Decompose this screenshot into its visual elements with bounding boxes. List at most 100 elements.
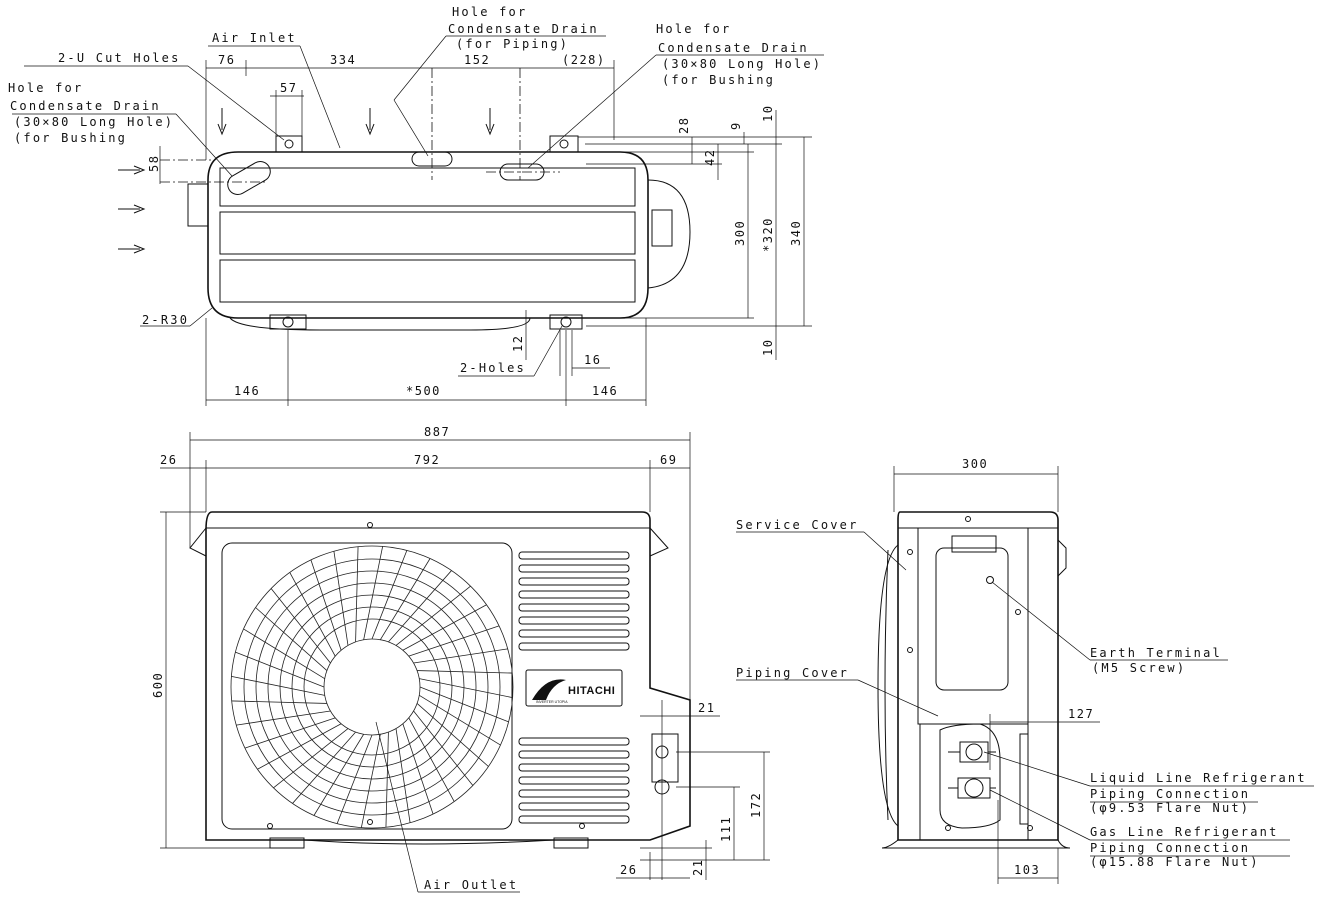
dim-228: (228) <box>562 53 606 67</box>
fan-panel <box>221 542 513 830</box>
grille-spoke <box>231 700 327 704</box>
label-hole-right-4: (for Bushing <box>662 73 775 87</box>
grille-spoke <box>416 703 489 767</box>
grille-spoke <box>257 723 342 770</box>
dim-26-bottom: 26 <box>620 863 637 877</box>
logo-subtext: INVERTER UTOPIA <box>536 700 568 704</box>
hitachi-logo: HITACHI INVERTER UTOPIA <box>525 669 623 707</box>
front-louvers <box>518 551 630 824</box>
grille-spoke <box>408 625 500 657</box>
piping-cover-panel <box>919 723 1029 841</box>
dim-300-vertical: 300 <box>733 220 747 246</box>
front-valve-block <box>651 733 679 783</box>
dim-28: 28 <box>677 117 691 134</box>
grille-spoke <box>292 731 356 804</box>
grille-spoke <box>310 559 342 651</box>
grille-spoke <box>270 588 331 664</box>
grille-spoke <box>413 648 508 664</box>
front-view: HITACHI INVERTER UTOPIA <box>160 432 770 893</box>
grille-spoke <box>243 628 325 680</box>
label-hole-right-2: Condensate Drain <box>658 41 809 55</box>
label-r30: 2-R30 <box>142 313 189 327</box>
grille-spoke <box>417 670 513 674</box>
dim-887: 887 <box>424 425 450 439</box>
top-panel-1 <box>219 167 636 207</box>
grille-spoke <box>419 686 509 723</box>
dim-21-top: 21 <box>698 701 715 715</box>
dim-146-right: 146 <box>592 384 618 398</box>
grille-spoke <box>419 678 513 699</box>
grille-spoke <box>255 607 328 671</box>
grille-spoke <box>235 651 325 688</box>
side-view-body <box>897 511 1059 841</box>
top-view-valve-box <box>647 179 691 289</box>
grille-spoke <box>413 710 474 786</box>
grille-spoke <box>371 550 408 640</box>
gas-valve <box>964 778 984 798</box>
bottom-foot-left <box>269 314 307 330</box>
dim-10-top: 10 <box>761 105 775 122</box>
front-foot-left <box>269 837 305 849</box>
fan-grille <box>230 545 514 829</box>
air-inlet-arrows <box>118 108 495 254</box>
top-view-body <box>207 151 649 319</box>
dim-10-bottom: 10 <box>761 339 775 356</box>
label-gas-2: Piping Connection <box>1090 841 1250 855</box>
label-gas-1: Gas Line Refrigerant <box>1090 825 1279 839</box>
brand-text: HITACHI <box>568 685 615 697</box>
front-foot-right <box>553 837 589 849</box>
dim-111: 111 <box>719 816 733 842</box>
dim-792: 792 <box>414 453 440 467</box>
dim-103: 103 <box>1014 863 1040 877</box>
label-gas-3: (φ15.88 Flare Nut) <box>1090 855 1260 869</box>
label-hole-right-1: Hole for <box>656 22 731 36</box>
grille-spoke <box>388 570 452 643</box>
label-hole-left-2: Condensate Drain <box>10 99 161 113</box>
earth-terminal <box>986 576 994 584</box>
u-cut-hole-top <box>284 139 294 149</box>
label-air-outlet: Air Outlet <box>424 878 518 892</box>
label-hole-piping-3: (for Piping) <box>456 37 569 51</box>
dim-42: 42 <box>703 149 717 166</box>
grille-spoke <box>408 717 455 802</box>
grille-spoke <box>273 728 349 789</box>
top-view-base <box>229 317 531 331</box>
dim-300-horizontal: 300 <box>962 457 988 471</box>
top-view-left-handle <box>187 183 209 227</box>
grille-spoke <box>395 585 471 646</box>
grille-spoke <box>231 675 325 696</box>
label-two-holes: 2-Holes <box>460 361 526 375</box>
liquid-valve <box>965 743 983 761</box>
dim-12: 12 <box>511 335 525 352</box>
top-panel-3 <box>219 259 636 303</box>
label-liquid-1: Liquid Line Refrigerant <box>1090 771 1307 785</box>
dim-26: 26 <box>160 453 177 467</box>
grille-spoke <box>289 572 336 657</box>
label-liquid-3: (φ9.53 Flare Nut) <box>1090 801 1250 815</box>
dim-57: 57 <box>280 81 297 95</box>
dim-334: 334 <box>330 53 356 67</box>
bottom-foot-right <box>549 314 583 330</box>
dim-152: 152 <box>464 53 490 67</box>
grille-spoke <box>333 551 349 646</box>
label-earth-2: (M5 Screw) <box>1092 661 1186 675</box>
top-view <box>12 35 824 406</box>
label-hole-left-3: (30×80 Long Hole) <box>14 115 174 129</box>
dim-320: *320 <box>761 217 775 252</box>
dim-16: 16 <box>584 353 601 367</box>
label-liquid-2: Piping Connection <box>1090 787 1250 801</box>
dim-76: 76 <box>218 53 235 67</box>
label-hole-piping-2: Condensate Drain <box>448 22 599 36</box>
dim-340: 340 <box>789 220 803 246</box>
grille-spoke <box>360 734 381 828</box>
grille-spoke <box>379 558 431 640</box>
grille-spoke <box>419 694 501 746</box>
dim-146-left: 146 <box>234 384 260 398</box>
dim-172: 172 <box>749 792 763 818</box>
dim-600: 600 <box>151 672 165 698</box>
dim-58: 58 <box>147 155 161 172</box>
drain-hole-left <box>227 161 271 195</box>
label-earth-1: Earth Terminal <box>1090 646 1222 660</box>
label-hole-right-3: (30×80 Long Hole) <box>662 57 822 71</box>
